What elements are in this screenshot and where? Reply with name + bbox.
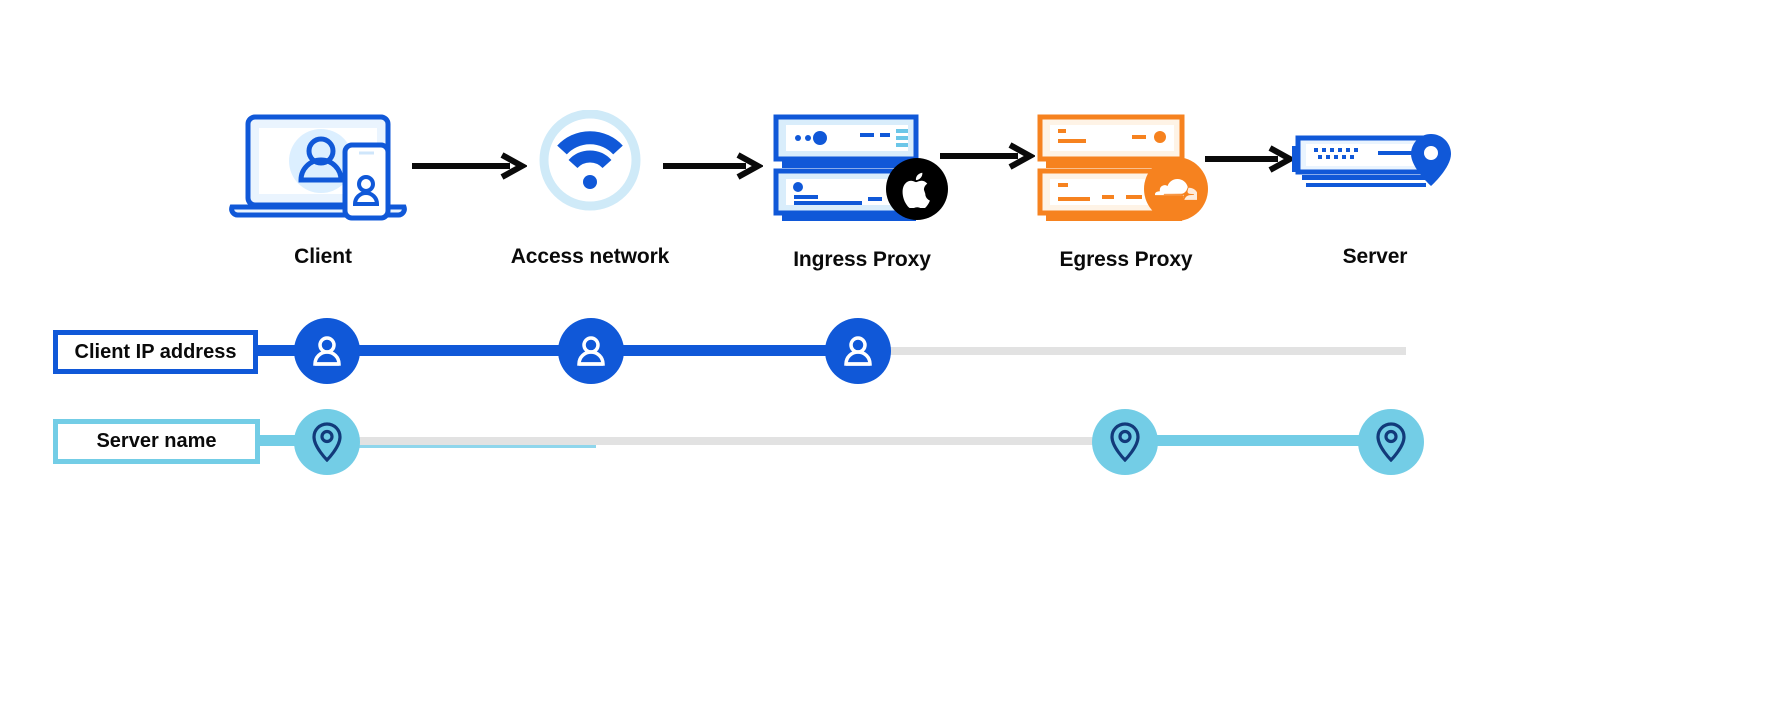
cloudflare-logo-icon	[1144, 157, 1208, 221]
pipeline-node-client	[228, 112, 418, 222]
server-pin-icon	[1292, 134, 1451, 187]
wifi-icon	[539, 109, 641, 211]
map-pin-icon	[1110, 422, 1140, 462]
arrow-right-icon-client-to-access-network	[412, 152, 529, 185]
timeline-active-stub-server-name	[258, 435, 318, 446]
map-pin-icon	[1376, 422, 1406, 462]
person-icon	[313, 336, 341, 366]
map-pin-icon	[312, 422, 342, 462]
legend-label-client-ip-address: Client IP address	[74, 340, 237, 363]
apple-logo-icon	[886, 158, 948, 220]
pipeline-label-ingress-proxy: Ingress Proxy	[793, 248, 931, 271]
arrow-right-icon-ingress-proxy-to-egress-proxy	[940, 142, 1037, 175]
legend-label-server-name: Server name	[96, 430, 217, 452]
pipeline-label-client: Client	[294, 245, 352, 268]
timeline-track-server-name	[258, 433, 1438, 451]
timeline-marker-client-ip-at-client	[294, 318, 360, 384]
pipeline-node-server	[1290, 132, 1460, 194]
legend-box-server-name: Server name	[53, 419, 260, 464]
timeline-marker-client-ip-at-ingress-proxy	[825, 318, 891, 384]
pipeline-node-access-network	[531, 109, 649, 222]
timeline-marker-server-name-at-egress-proxy	[1092, 409, 1158, 475]
timeline-marker-client-ip-at-access-network	[558, 318, 624, 384]
person-icon	[577, 336, 605, 366]
arrow-right-icon-access-network-to-ingress-proxy	[663, 152, 765, 185]
timeline-marker-server-name-at-server	[1358, 409, 1424, 475]
arrow-right-icon-egress-proxy-to-server	[1205, 145, 1297, 178]
timeline-active-segment-server-name	[1124, 435, 1396, 446]
timeline-marker-server-name-at-client	[294, 409, 360, 475]
pipeline-label-egress-proxy: Egress Proxy	[1059, 248, 1193, 271]
timeline-faint-trace-server-name	[356, 445, 596, 448]
timeline-inactive-segment-client-ip-address	[886, 347, 1406, 355]
timeline-inactive-segment-server-name	[356, 437, 1098, 445]
laptop-phone-icon	[229, 114, 407, 221]
pipeline-label-server: Server	[1342, 245, 1408, 268]
pipeline-label-access-network: Access network	[510, 245, 670, 268]
pipeline-node-egress-proxy	[1036, 113, 1216, 223]
person-icon	[844, 336, 872, 366]
legend-box-client-ip-address: Client IP address	[53, 330, 258, 374]
pipeline-node-ingress-proxy	[772, 113, 952, 223]
